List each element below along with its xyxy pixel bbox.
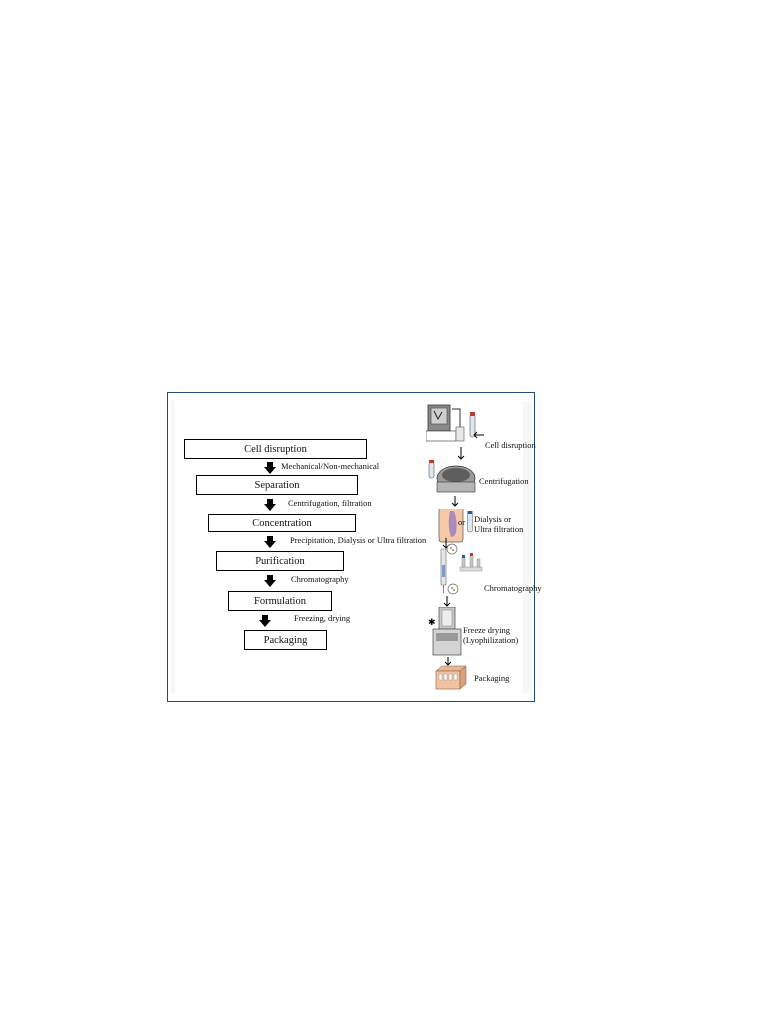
step-box-separation: Separation — [196, 475, 358, 495]
packaging-box-icon — [435, 665, 467, 690]
illustration-label-packaging: Packaging — [474, 673, 510, 683]
illustration-label-dialysis: Dialysis or — [474, 514, 512, 524]
arrow-down-icon — [451, 496, 459, 507]
centrifuge-icon — [428, 460, 476, 493]
arrow-down-icon — [444, 657, 452, 666]
illustration-label-freeze-drying: Freeze drying — [463, 625, 510, 635]
illustration-label-cell-disruption: Cell disruption — [485, 440, 536, 450]
down-arrow-icon — [264, 536, 276, 548]
method-label-freezing: Freezing, drying — [294, 613, 351, 623]
collection-dish-icon — [447, 583, 459, 595]
arrow-left-icon — [473, 431, 484, 439]
step-box-formulation: Formulation — [228, 591, 332, 611]
illustration-label-centrifugation: Centrifugation — [479, 476, 529, 486]
down-arrow-icon — [259, 615, 271, 627]
method-label-chromatography: Chromatography — [291, 574, 349, 584]
illustration-label-lyophilization: (Lyophilization) — [463, 635, 519, 645]
illustration-label-ultra-filtration: Ultra filtration — [474, 524, 524, 534]
down-arrow-icon — [264, 462, 276, 474]
down-arrow-icon — [264, 499, 276, 511]
arrow-down-icon — [457, 447, 465, 460]
tube-icon — [467, 511, 473, 533]
method-label-centrifugation: Centrifugation, filtration — [288, 498, 372, 508]
step-box-concentration: Concentration — [208, 514, 356, 532]
homogenizer-icon — [426, 404, 476, 442]
arrow-down-icon — [443, 596, 451, 607]
dialysis-icon — [438, 509, 464, 543]
method-label-precipitation: Precipitation, Dialysis or Ultra filtrat… — [290, 535, 427, 545]
process-flow-figure: Cell disruption Mechanical/Non-mechanica… — [167, 392, 542, 702]
method-label-mechanical: Mechanical/Non-mechanical — [281, 461, 380, 471]
step-box-packaging: Packaging — [244, 630, 327, 650]
step-box-cell-disruption: Cell disruption — [184, 439, 367, 459]
down-arrow-icon — [264, 575, 276, 587]
chromatography-column-icon — [440, 543, 483, 593]
or-connector-label: or — [458, 517, 466, 527]
freeze-dryer-icon: ✱ — [428, 607, 462, 656]
step-box-purification: Purification — [216, 551, 344, 571]
svg-text:✱: ✱ — [428, 617, 436, 627]
illustration-label-chromatography: Chromatography — [484, 583, 542, 593]
